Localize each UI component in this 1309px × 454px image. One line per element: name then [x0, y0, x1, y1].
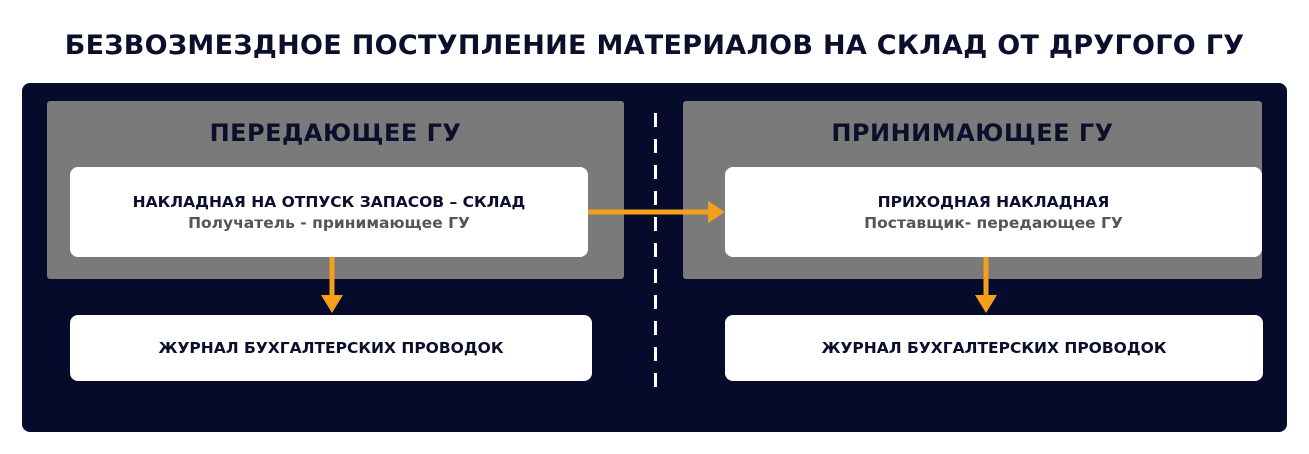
receiver-journal-box: ЖУРНАЛ БУХГАЛТЕРСКИХ ПРОВОДОК	[725, 315, 1263, 381]
receiver-journal-label: ЖУРНАЛ БУХГАЛТЕРСКИХ ПРОВОДОК	[821, 339, 1167, 357]
issue-invoice-title: НАКЛАДНАЯ НА ОТПУСК ЗАПАСОВ – СКЛАД	[132, 192, 526, 211]
sender-journal-label: ЖУРНАЛ БУХГАЛТЕРСКИХ ПРОВОДОК	[158, 339, 504, 357]
sender-journal-box: ЖУРНАЛ БУХГАЛТЕРСКИХ ПРОВОДОК	[70, 315, 592, 381]
receipt-invoice-supplier: Поставщик- передающее ГУ	[864, 213, 1123, 232]
diagram-canvas: ПЕРЕДАЮЩЕЕ ГУ ПРИНИМАЮЩЕЕ ГУ НАКЛАДНАЯ Н…	[22, 83, 1287, 432]
dashed-divider	[654, 113, 657, 398]
page-title: БЕЗВОЗМЕЗДНОЕ ПОСТУПЛЕНИЕ МАТЕРИАЛОВ НА …	[64, 30, 1245, 61]
issue-invoice-box: НАКЛАДНАЯ НА ОТПУСК ЗАПАСОВ – СКЛАД Полу…	[70, 167, 588, 257]
receipt-invoice-box: ПРИХОДНАЯ НАКЛАДНАЯ Поставщик- передающе…	[725, 167, 1262, 257]
sender-panel-title: ПЕРЕДАЮЩЕЕ ГУ	[209, 119, 462, 147]
receipt-invoice-title: ПРИХОДНАЯ НАКЛАДНАЯ	[877, 192, 1110, 211]
receiver-journal-arrowhead	[975, 295, 997, 313]
sender-journal-arrowhead	[321, 295, 343, 313]
flow-arrows	[321, 201, 997, 313]
issue-invoice-recipient: Получатель - принимающее ГУ	[188, 213, 470, 232]
receiver-panel-title: ПРИНИМАЮЩЕЕ ГУ	[831, 119, 1114, 147]
transfer-arrowhead	[708, 201, 725, 223]
